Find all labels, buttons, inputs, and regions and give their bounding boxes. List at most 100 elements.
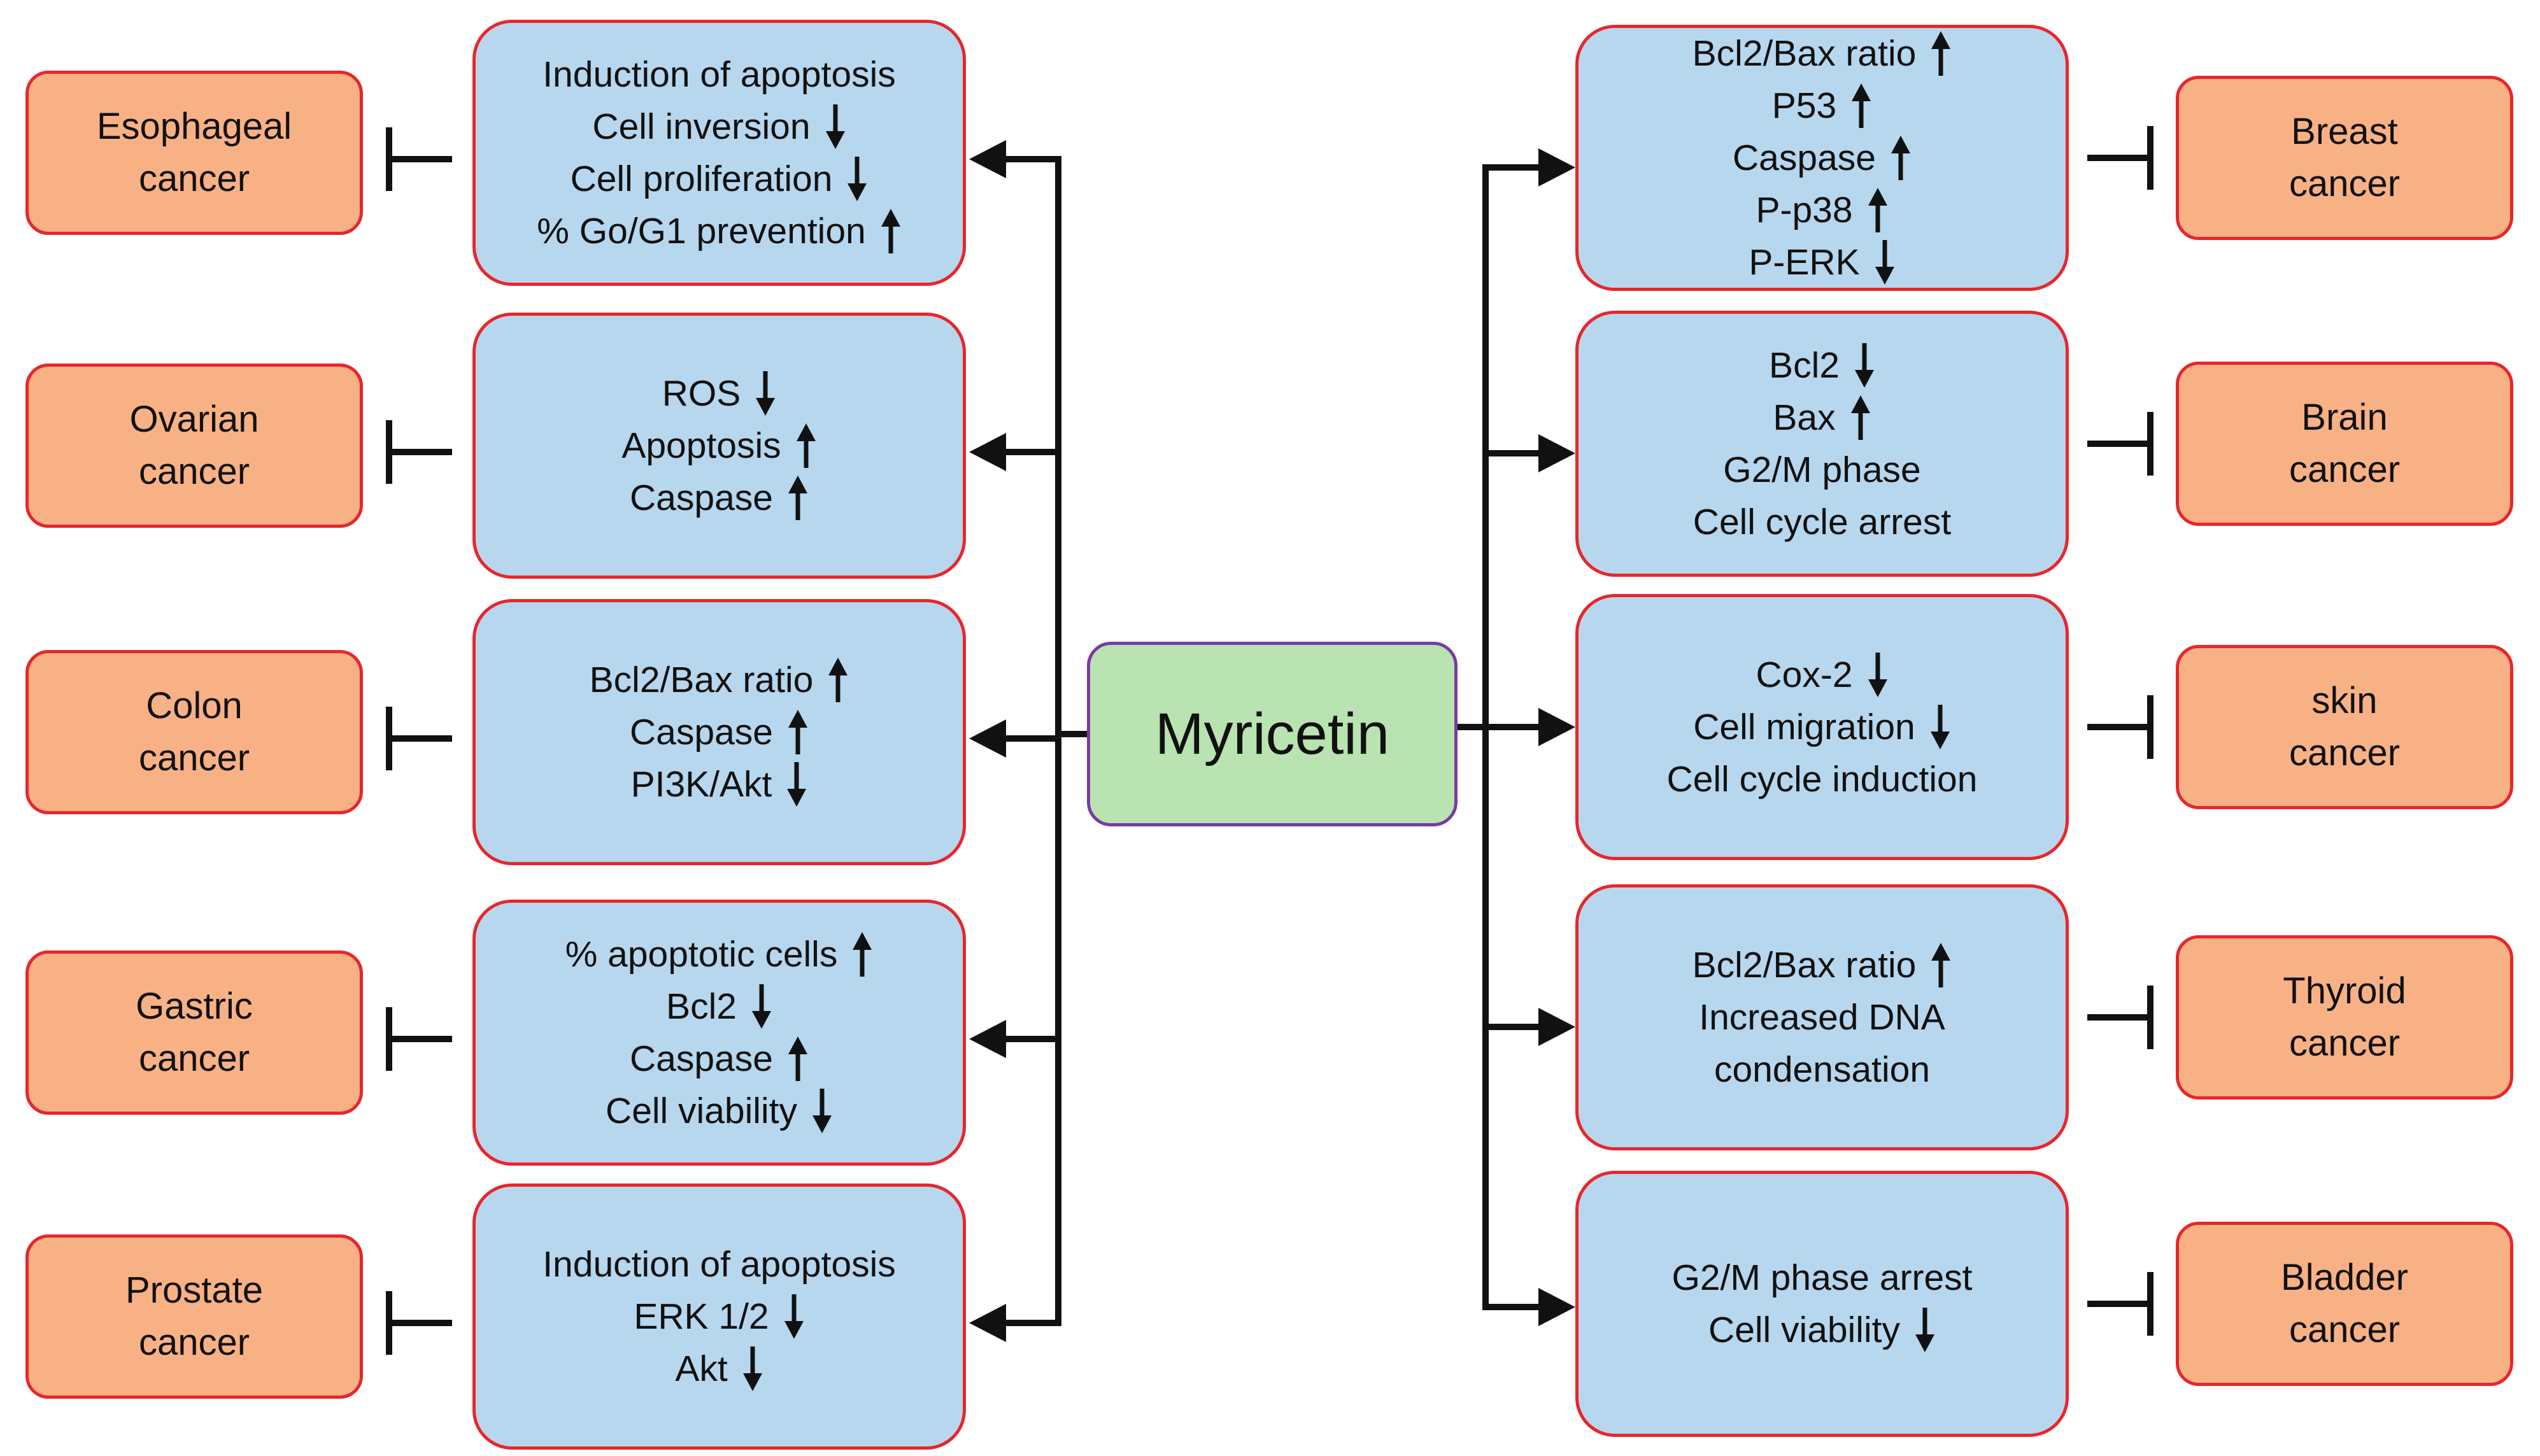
effect-label: Bcl2/Bax ratio xyxy=(1692,33,1917,74)
cancer-label: cancer xyxy=(138,1322,250,1363)
effect-row: G2/M phase xyxy=(1723,444,1921,496)
cancer-box: Prostate cancer xyxy=(25,1234,363,1399)
cancer-label: cancer xyxy=(2288,732,2401,774)
down-arrow-icon xyxy=(783,1293,805,1340)
cancer-label: cancer xyxy=(138,451,250,492)
effect-label: PI3K/Akt xyxy=(630,764,772,805)
effect-label: Apoptosis xyxy=(621,425,781,466)
effect-row: condensation xyxy=(1714,1043,1930,1096)
effect-label: % Go/G1 prevention xyxy=(537,211,866,251)
effect-label: Cell cycle arrest xyxy=(1692,502,1952,542)
effect-row: Cell cycle induction xyxy=(1667,753,1978,805)
right-arrowhead-icon xyxy=(1538,434,1575,472)
effect-row: Bcl2/Bax ratio xyxy=(1692,939,1952,991)
cancer-label: cancer xyxy=(2288,163,2401,204)
right-arrowhead-icon xyxy=(1538,148,1575,187)
effect-row: P-p38 xyxy=(1756,184,1888,236)
effect-row: G2/M phase arrest xyxy=(1671,1252,1972,1304)
left-arrowhead-icon xyxy=(969,140,1006,178)
effect-row: Akt xyxy=(675,1343,763,1395)
right-arrowhead-icon xyxy=(1538,1288,1575,1326)
up-arrow-icon xyxy=(1867,187,1889,234)
effect-row: Bax xyxy=(1773,392,1871,444)
cancer-label: cancer xyxy=(2288,1022,2401,1064)
effect-label: Bcl2 xyxy=(1769,345,1840,386)
up-arrow-icon xyxy=(1930,30,1952,77)
effect-row: Cell proliferation xyxy=(571,153,869,205)
left-arrowhead-icon xyxy=(969,433,1006,471)
up-arrow-icon xyxy=(1850,82,1872,129)
cancer-label: Prostate xyxy=(125,1269,263,1311)
down-arrow-icon xyxy=(742,1345,763,1392)
down-arrow-icon xyxy=(825,103,846,150)
down-arrow-icon xyxy=(1914,1306,1936,1354)
effect-row: Induction of apoptosis xyxy=(543,1238,896,1290)
effect-label: G2/M phase arrest xyxy=(1671,1257,1973,1298)
effect-row: Cell inversion xyxy=(592,101,846,153)
down-arrow-icon xyxy=(786,761,807,808)
effect-row: Bcl2 xyxy=(666,980,772,1033)
up-arrow-icon xyxy=(787,1035,809,1082)
cancer-label: Colon xyxy=(146,685,243,726)
cancer-box: Esophageal cancer xyxy=(25,71,363,235)
cancer-box: Colon cancer xyxy=(25,650,363,814)
down-arrow-icon xyxy=(1929,703,1951,751)
effect-row: % Go/G1 prevention xyxy=(537,205,901,257)
down-arrow-icon xyxy=(811,1087,833,1134)
effect-label: Caspase xyxy=(630,712,773,753)
effect-row: PI3K/Akt xyxy=(631,758,808,810)
effect-row: Cox-2 xyxy=(1756,649,1888,701)
down-arrow-icon xyxy=(755,370,776,417)
center-node-myricetin: Myricetin xyxy=(1087,642,1458,826)
effect-label: % apoptotic cells xyxy=(565,934,838,975)
cancer-label: cancer xyxy=(138,737,250,779)
cancer-label: Esophageal xyxy=(96,106,292,147)
effect-label: Induction of apoptosis xyxy=(543,1244,896,1285)
effect-label: Cell inversion xyxy=(592,106,811,147)
cancer-label: Brain xyxy=(2301,397,2388,438)
right-arrowhead-icon xyxy=(1538,708,1575,746)
effect-label: ERK 1/2 xyxy=(634,1296,769,1337)
effect-label: G2/M phase xyxy=(1723,449,1921,490)
effect-label: Bcl2/Bax ratio xyxy=(1692,945,1917,986)
left-arrowhead-icon xyxy=(969,1304,1006,1342)
cancer-label: cancer xyxy=(138,158,250,199)
effect-row: ERK 1/2 xyxy=(634,1290,804,1343)
effect-row: Increased DNA xyxy=(1699,991,1945,1043)
right-arrowhead-icon xyxy=(1538,1008,1575,1046)
effect-row: Bcl2/Bax ratio xyxy=(590,654,849,706)
cancer-label: cancer xyxy=(138,1038,250,1079)
effect-label: Bcl2/Bax ratio xyxy=(589,660,814,700)
up-arrow-icon xyxy=(787,709,809,756)
effect-row: % apoptotic cells xyxy=(565,928,874,980)
effect-row: Induction of apoptosis xyxy=(543,48,896,101)
effect-label: Bax xyxy=(1773,397,1836,438)
up-arrow-icon xyxy=(1930,942,1952,989)
effect-label: Akt xyxy=(675,1348,728,1389)
effect-row: Bcl2 xyxy=(1769,339,1875,392)
cancer-label: Ovarian xyxy=(129,399,259,440)
down-arrow-icon xyxy=(1867,651,1889,698)
effect-label: Caspase xyxy=(630,1038,773,1079)
up-arrow-icon xyxy=(880,208,902,255)
left-arrowhead-icon xyxy=(969,719,1006,758)
up-arrow-icon xyxy=(827,656,849,703)
effect-label: Increased DNA xyxy=(1699,997,1945,1038)
effect-label: P53 xyxy=(1771,85,1837,126)
up-arrow-icon xyxy=(1890,134,1912,181)
effect-row: Caspase xyxy=(630,472,809,524)
up-arrow-icon xyxy=(1850,394,1871,441)
